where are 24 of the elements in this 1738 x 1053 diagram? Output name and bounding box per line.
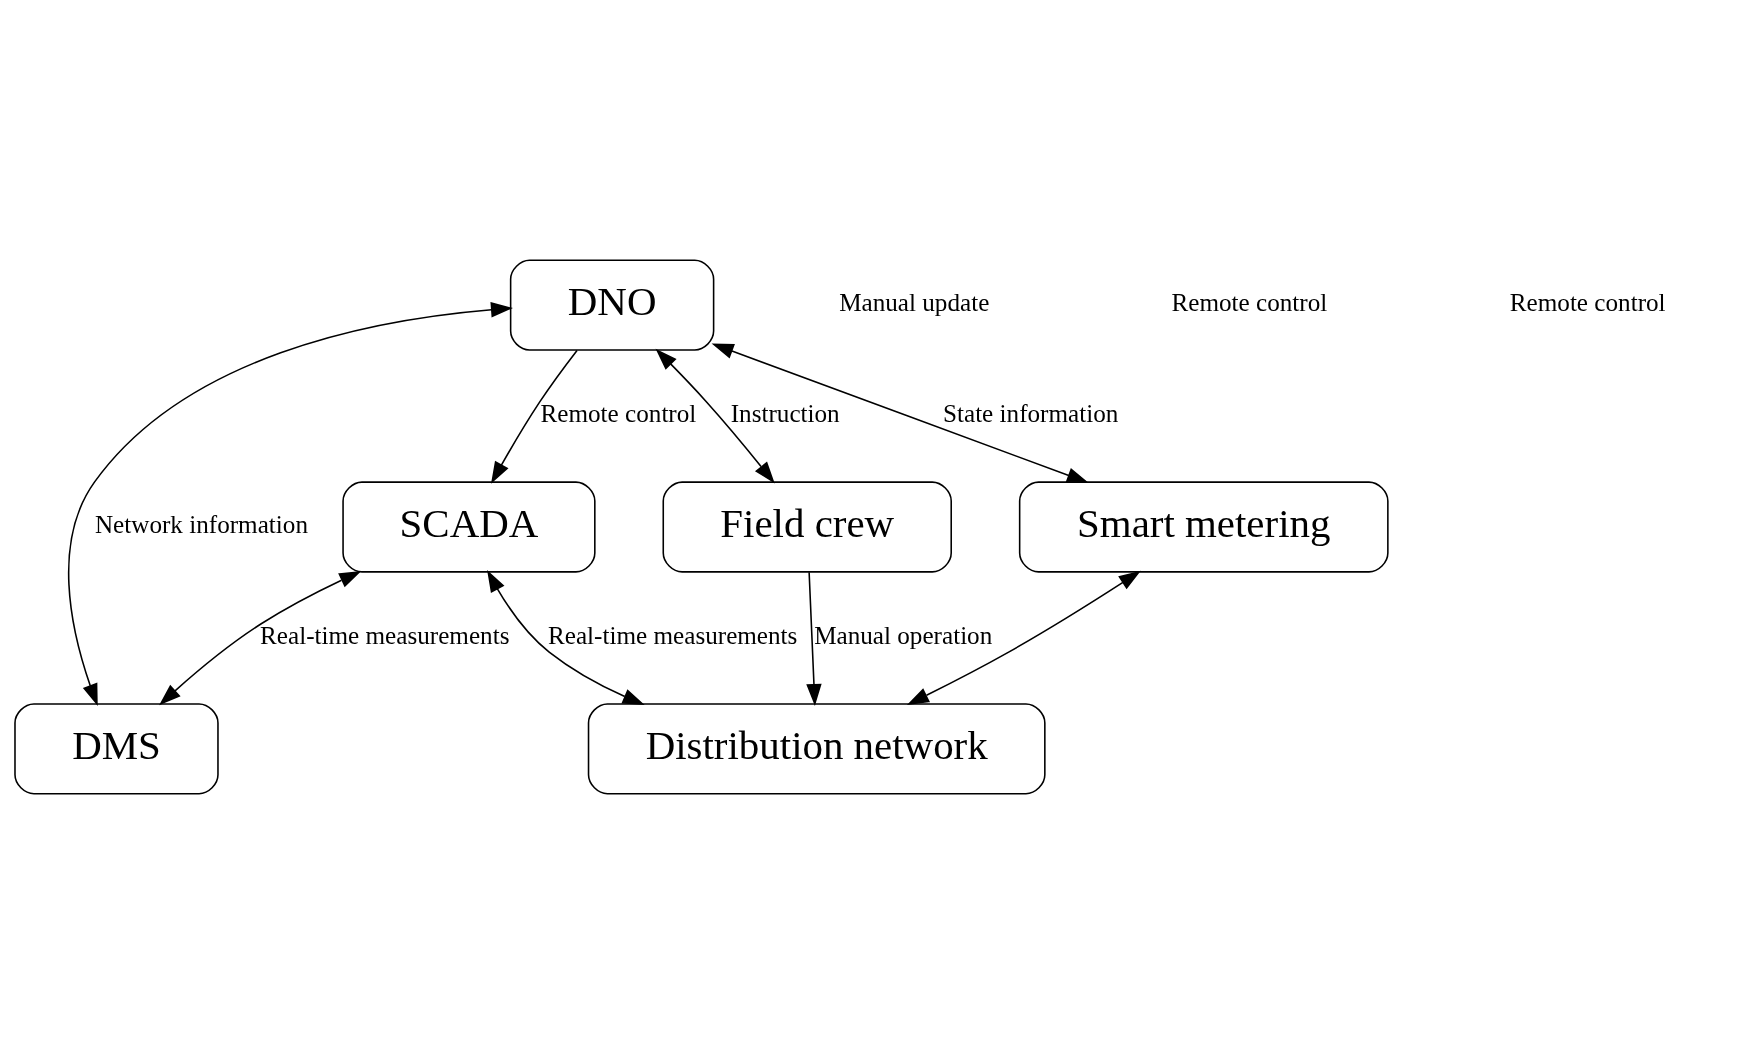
arrow [655, 348, 775, 484]
label: Remote control [1509, 288, 1666, 316]
arrow [491, 349, 578, 484]
arrow [711, 342, 1089, 483]
node-box: DMS [14, 702, 219, 794]
node-box: Smart metering [1018, 480, 1389, 573]
edge-label: Manual operation [814, 621, 993, 649]
arrow [159, 570, 362, 705]
node-box: DNO [509, 259, 715, 351]
edge-label: Network information [94, 510, 308, 538]
edge-label: Instruction [730, 399, 840, 427]
edge-label: Real-time measurements [548, 621, 798, 649]
label: Remote control [1171, 288, 1328, 316]
arrow [906, 570, 1141, 705]
edge-label: Remote control [540, 399, 697, 427]
edge-label: State information [943, 399, 1119, 427]
arrow [487, 569, 645, 705]
node-box: SCADA [342, 480, 596, 573]
label: Manual update [839, 288, 990, 316]
arrow [806, 571, 822, 706]
arrow [67, 301, 513, 706]
edge-label: Real-time measurements [260, 621, 510, 649]
node-box: Distribution network [587, 702, 1046, 794]
node-box: Field crew [662, 480, 952, 573]
